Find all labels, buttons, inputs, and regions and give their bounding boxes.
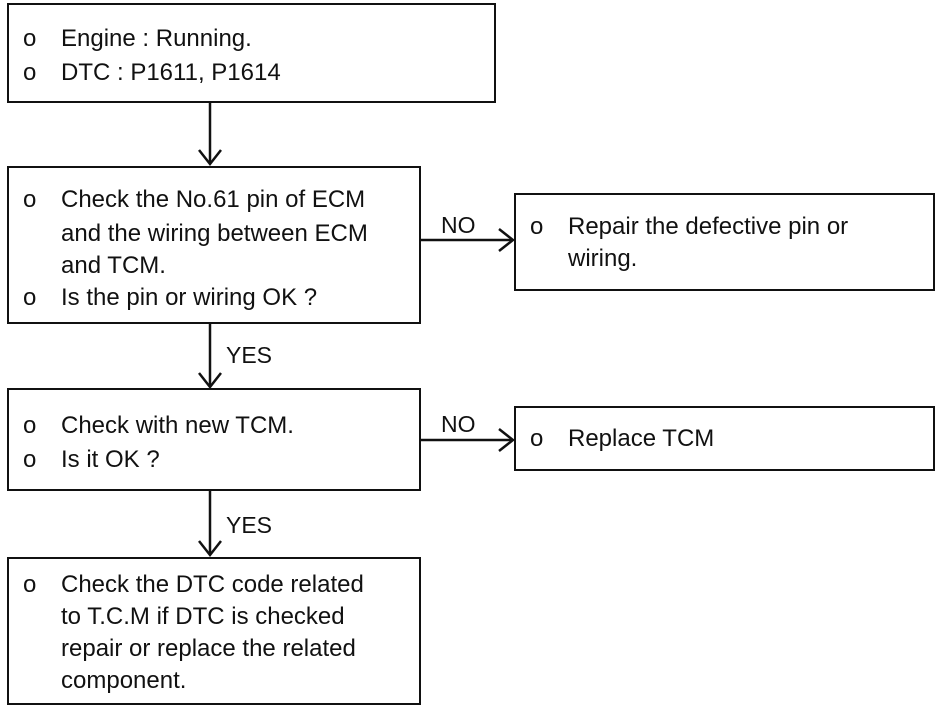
item-text: wiring. bbox=[568, 245, 638, 272]
item-text: DTC : P1611, P1614 bbox=[61, 59, 281, 86]
bullet: o bbox=[23, 412, 37, 439]
item-text: Check the No.61 pin of ECM bbox=[61, 186, 366, 213]
bullet: o bbox=[530, 213, 544, 240]
item-text: Check the DTC code related bbox=[61, 571, 364, 598]
item-text: Is the pin or wiring OK ? bbox=[61, 284, 318, 311]
bullet: o bbox=[23, 59, 37, 86]
item-text: component. bbox=[61, 667, 187, 694]
item-text: to T.C.M if DTC is checked bbox=[61, 603, 345, 630]
arrowhead-2 bbox=[498, 228, 516, 252]
no-label-1: NO bbox=[441, 212, 476, 238]
item-text: and TCM. bbox=[61, 252, 166, 279]
replace-tcm-box: o Replace TCM bbox=[514, 406, 935, 471]
item-text: Check with new TCM. bbox=[61, 412, 294, 439]
repair-pin-box: o Repair the defective pin or wiring. bbox=[514, 193, 935, 291]
bullet: o bbox=[23, 186, 37, 213]
bullet: o bbox=[530, 425, 544, 452]
check-dtc-box: o Check the DTC code related to T.C.M if… bbox=[7, 557, 421, 705]
bullet: o bbox=[23, 25, 37, 52]
check-pin-box: o Check the No.61 pin of ECM and the wir… bbox=[7, 166, 421, 324]
item-text: Replace TCM bbox=[568, 425, 715, 452]
start-condition-box: o Engine : Running. o DTC : P1611, P1614 bbox=[7, 3, 496, 103]
yes-label-1: YES bbox=[226, 342, 273, 368]
check-tcm-box: o Check with new TCM. o Is it OK ? bbox=[7, 388, 421, 491]
bullet: o bbox=[23, 284, 37, 311]
item-text: Repair the defective pin or bbox=[568, 213, 849, 240]
item-text: repair or replace the related bbox=[61, 635, 356, 662]
no-label-2: NO bbox=[441, 411, 476, 437]
bullet: o bbox=[23, 571, 37, 598]
arrowhead-1 bbox=[198, 149, 222, 167]
bullet: o bbox=[23, 446, 37, 473]
arrowhead-5 bbox=[198, 540, 222, 558]
arrowhead-3 bbox=[198, 372, 222, 390]
arrowhead-4 bbox=[498, 428, 516, 452]
item-text: Engine : Running. bbox=[61, 25, 252, 52]
item-text: and the wiring between ECM bbox=[61, 220, 368, 247]
yes-label-2: YES bbox=[226, 512, 273, 538]
item-text: Is it OK ? bbox=[61, 446, 160, 473]
